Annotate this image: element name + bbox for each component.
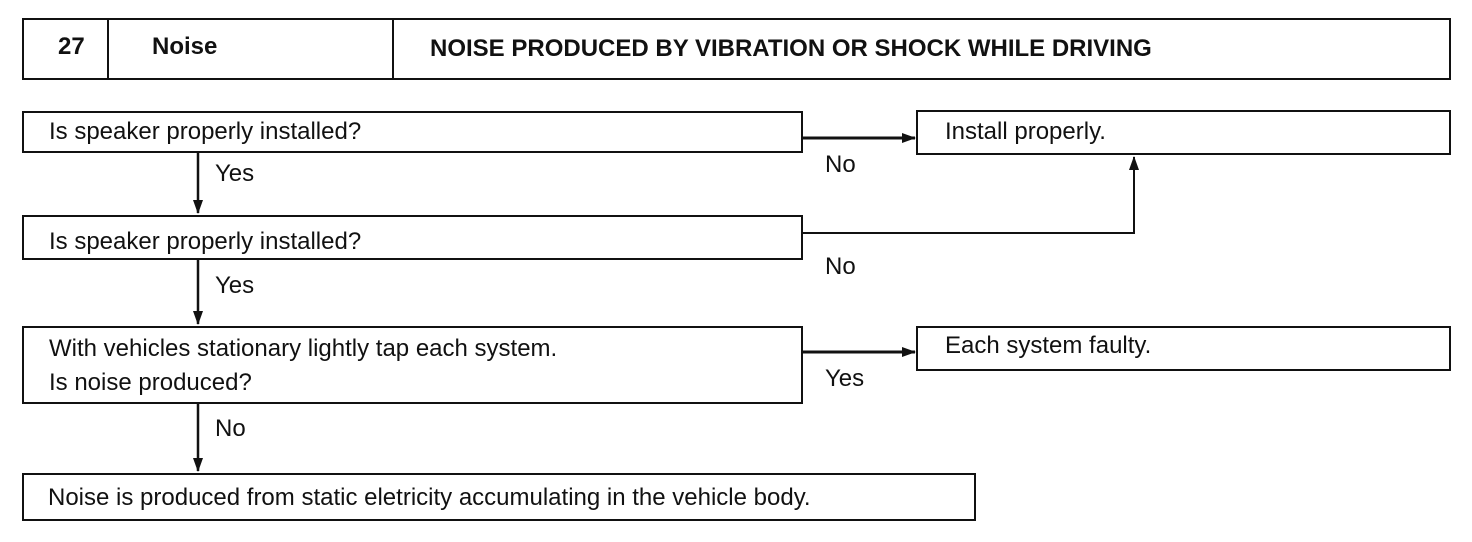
step-3-question-line1: With vehicles stationary lightly tap eac… [49, 335, 558, 362]
step-1-question: Is speaker properly installed? [49, 118, 362, 145]
result-faulty-text: Each system faulty. [945, 332, 1152, 359]
final-result-text: Noise is produced from static eletricity… [48, 484, 811, 511]
label-yes-1: Yes [215, 160, 255, 187]
section-category: Noise [152, 33, 218, 60]
header-divider [392, 18, 394, 80]
step-3-box: With vehicles stationary lightly tap eac… [22, 326, 803, 404]
label-no-1: No [825, 151, 856, 178]
final-result-box: Noise is produced from static eletricity… [22, 473, 976, 521]
result-install-text: Install properly. [945, 118, 1106, 145]
step-2-box: Is speaker properly installed? [22, 215, 803, 260]
label-no-3: No [215, 415, 246, 442]
result-faulty-box: Each system faulty. [916, 326, 1451, 371]
step-2-question: Is speaker properly installed? [49, 228, 362, 255]
result-install-box: Install properly. [916, 110, 1451, 155]
step-3-question-line2: Is noise produced? [49, 369, 252, 396]
label-yes-3: Yes [825, 365, 865, 392]
step-1-box: Is speaker properly installed? [22, 111, 803, 153]
label-yes-2: Yes [215, 272, 255, 299]
header-divider [107, 18, 109, 80]
label-no-2: No [825, 253, 856, 280]
arrow-step2-no [803, 156, 1139, 234]
header-bar [22, 18, 1451, 80]
section-number: 27 [58, 33, 85, 60]
section-title: NOISE PRODUCED BY VIBRATION OR SHOCK WHI… [430, 35, 1152, 62]
